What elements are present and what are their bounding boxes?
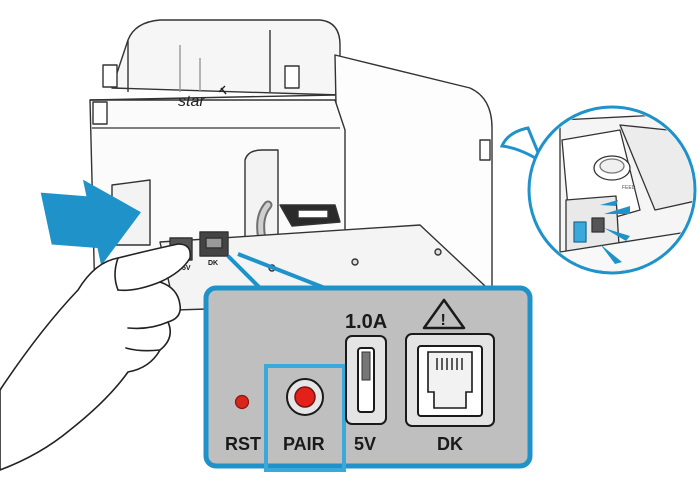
- hand: [0, 243, 192, 471]
- zoom-callout: FEED: [499, 105, 697, 275]
- logo-mark-icon: [218, 85, 227, 95]
- callout-tail: [499, 126, 546, 166]
- rear-dk-label: DK: [208, 260, 218, 267]
- pair-highlight-box: [264, 364, 346, 472]
- dk-label: DK: [437, 434, 463, 454]
- printer-top-cover: [111, 19, 341, 96]
- feed-label: FEED: [622, 185, 636, 191]
- arrow-right-icon: [40, 179, 141, 266]
- usb-port-icon: [345, 335, 387, 425]
- pair-button[interactable]: [286, 378, 324, 416]
- current-rating-label: 1.0A: [345, 311, 387, 333]
- warning-symbol: !: [441, 312, 446, 329]
- logo-text: star: [178, 93, 205, 110]
- pair-button-zoom: [573, 221, 587, 243]
- connector-panel: 1.0A ! RST PAIR 5V: [203, 285, 533, 472]
- rj-port-icon: [405, 333, 495, 427]
- warning-triangle-icon: !: [422, 298, 466, 330]
- usb-label: 5V: [354, 434, 376, 454]
- brand-logo: star: [178, 85, 227, 110]
- pair-label: PAIR: [283, 434, 325, 454]
- rst-label: RST: [225, 434, 261, 454]
- emphasis-lines: [600, 200, 630, 264]
- reset-led: [234, 394, 250, 410]
- rear-usb-label: 5V: [182, 265, 191, 272]
